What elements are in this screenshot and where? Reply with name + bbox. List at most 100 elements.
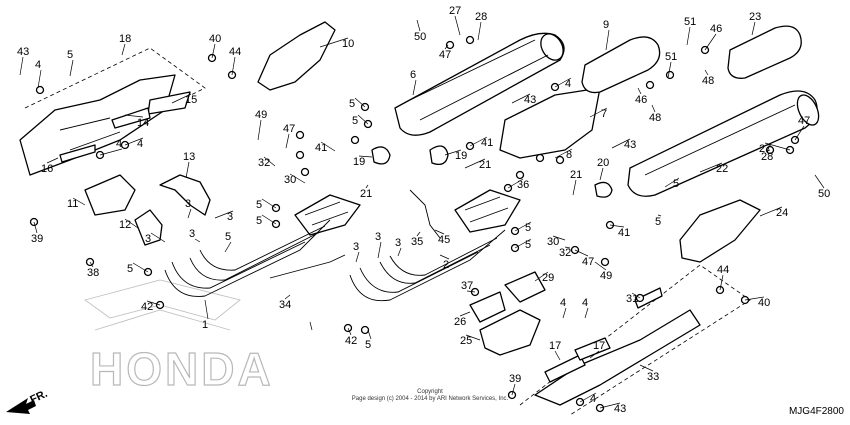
callout-4[interactable]: 4 [582, 297, 588, 309]
callout-32[interactable]: 32 [258, 157, 270, 169]
callout-24[interactable]: 24 [776, 207, 788, 219]
callout-3[interactable]: 3 [353, 241, 359, 253]
callout-10[interactable]: 10 [342, 38, 354, 50]
callout-44[interactable]: 44 [717, 264, 729, 276]
callout-41[interactable]: 41 [481, 137, 493, 149]
callout-2[interactable]: 2 [443, 259, 449, 271]
callout-21[interactable]: 21 [570, 169, 582, 181]
callout-43[interactable]: 43 [614, 403, 626, 415]
callout-5[interactable]: 5 [256, 199, 262, 211]
callout-7[interactable]: 7 [601, 108, 607, 120]
callout-3[interactable]: 3 [185, 198, 191, 210]
callout-30[interactable]: 30 [284, 174, 296, 186]
callout-5[interactable]: 5 [225, 231, 231, 243]
callout-51[interactable]: 51 [665, 51, 677, 63]
callout-4[interactable]: 4 [590, 393, 596, 405]
callout-36[interactable]: 36 [517, 179, 529, 191]
callout-50[interactable]: 50 [414, 31, 426, 43]
callout-39[interactable]: 39 [509, 373, 521, 385]
callout-41[interactable]: 41 [315, 142, 327, 154]
callout-3[interactable]: 3 [375, 231, 381, 243]
callout-11[interactable]: 11 [67, 198, 78, 210]
callout-35[interactable]: 35 [411, 236, 423, 248]
callout-44[interactable]: 44 [229, 46, 241, 58]
callout-5[interactable]: 5 [525, 239, 531, 251]
callout-5[interactable]: 5 [349, 98, 355, 110]
callout-46[interactable]: 46 [635, 94, 647, 106]
callout-43[interactable]: 43 [624, 139, 636, 151]
callout-34[interactable]: 34 [279, 299, 291, 311]
callout-47[interactable]: 47 [283, 123, 295, 135]
callout-15[interactable]: 15 [185, 94, 197, 106]
callout-23[interactable]: 23 [749, 11, 761, 23]
callout-40[interactable]: 40 [758, 297, 770, 309]
callout-43[interactable]: 43 [524, 94, 536, 106]
callout-50[interactable]: 50 [818, 188, 830, 200]
callout-19[interactable]: 19 [353, 156, 365, 168]
callout-42[interactable]: 42 [141, 301, 153, 313]
callout-21[interactable]: 21 [479, 159, 491, 171]
callout-49[interactable]: 49 [600, 270, 612, 282]
callout-40[interactable]: 40 [209, 33, 221, 45]
callout-39[interactable]: 39 [31, 233, 43, 245]
callout-33[interactable]: 33 [647, 371, 659, 383]
callout-47[interactable]: 47 [798, 115, 810, 127]
callout-4[interactable]: 4 [116, 138, 122, 150]
callout-26[interactable]: 26 [454, 316, 466, 328]
callout-31[interactable]: 31 [626, 293, 638, 305]
callout-47[interactable]: 47 [439, 49, 451, 61]
callout-49[interactable]: 49 [255, 109, 267, 121]
callout-28[interactable]: 28 [475, 11, 487, 23]
callout-5[interactable]: 5 [365, 339, 371, 351]
callout-47[interactable]: 47 [582, 256, 594, 268]
callout-19[interactable]: 19 [455, 150, 467, 162]
callout-3[interactable]: 3 [227, 211, 233, 223]
callout-13[interactable]: 13 [183, 151, 195, 163]
callout-5[interactable]: 5 [352, 115, 358, 127]
callout-5[interactable]: 5 [655, 216, 661, 228]
callout-4[interactable]: 4 [35, 59, 41, 71]
callout-41[interactable]: 41 [618, 227, 630, 239]
callout-3[interactable]: 3 [395, 237, 401, 249]
callout-8[interactable]: 8 [566, 149, 572, 161]
callout-43[interactable]: 43 [17, 46, 29, 58]
callout-5[interactable]: 5 [525, 222, 531, 234]
callout-22[interactable]: 22 [716, 163, 728, 175]
callout-45[interactable]: 45 [438, 234, 450, 246]
callout-16[interactable]: 16 [41, 163, 53, 175]
callout-30[interactable]: 30 [547, 236, 559, 248]
callout-48[interactable]: 48 [649, 112, 661, 124]
callout-5[interactable]: 5 [67, 49, 73, 61]
callout-20[interactable]: 20 [597, 157, 609, 169]
callout-leader [639, 364, 654, 372]
callout-5[interactable]: 5 [673, 178, 679, 190]
callout-5[interactable]: 5 [127, 263, 133, 275]
callout-3[interactable]: 3 [189, 228, 195, 240]
callout-21[interactable]: 21 [360, 188, 372, 200]
callout-29[interactable]: 29 [542, 272, 554, 284]
callout-51[interactable]: 51 [684, 16, 696, 28]
callout-46[interactable]: 46 [710, 23, 722, 35]
callout-4[interactable]: 4 [560, 297, 566, 309]
callout-6[interactable]: 6 [410, 69, 416, 81]
callout-3[interactable]: 3 [145, 233, 151, 245]
callout-28[interactable]: 28 [761, 151, 773, 163]
callout-1[interactable]: 1 [202, 319, 208, 331]
callout-48[interactable]: 48 [702, 75, 714, 87]
callout-5[interactable]: 5 [256, 215, 262, 227]
callout-4[interactable]: 4 [137, 138, 143, 150]
callout-18[interactable]: 18 [119, 33, 131, 45]
callout-32[interactable]: 32 [559, 247, 571, 259]
callout-17[interactable]: 17 [549, 340, 561, 352]
callout-42[interactable]: 42 [345, 335, 357, 347]
callout-9[interactable]: 9 [603, 19, 609, 31]
callout-37[interactable]: 37 [461, 280, 473, 292]
callout-4[interactable]: 4 [565, 78, 571, 90]
callout-25[interactable]: 25 [460, 335, 472, 347]
callout-27[interactable]: 27 [759, 143, 771, 155]
callout-12[interactable]: 12 [119, 219, 131, 231]
callout-27[interactable]: 27 [449, 5, 461, 17]
callout-17[interactable]: 17 [593, 340, 605, 352]
callout-38[interactable]: 38 [87, 267, 99, 279]
callout-14[interactable]: 14 [137, 117, 149, 129]
